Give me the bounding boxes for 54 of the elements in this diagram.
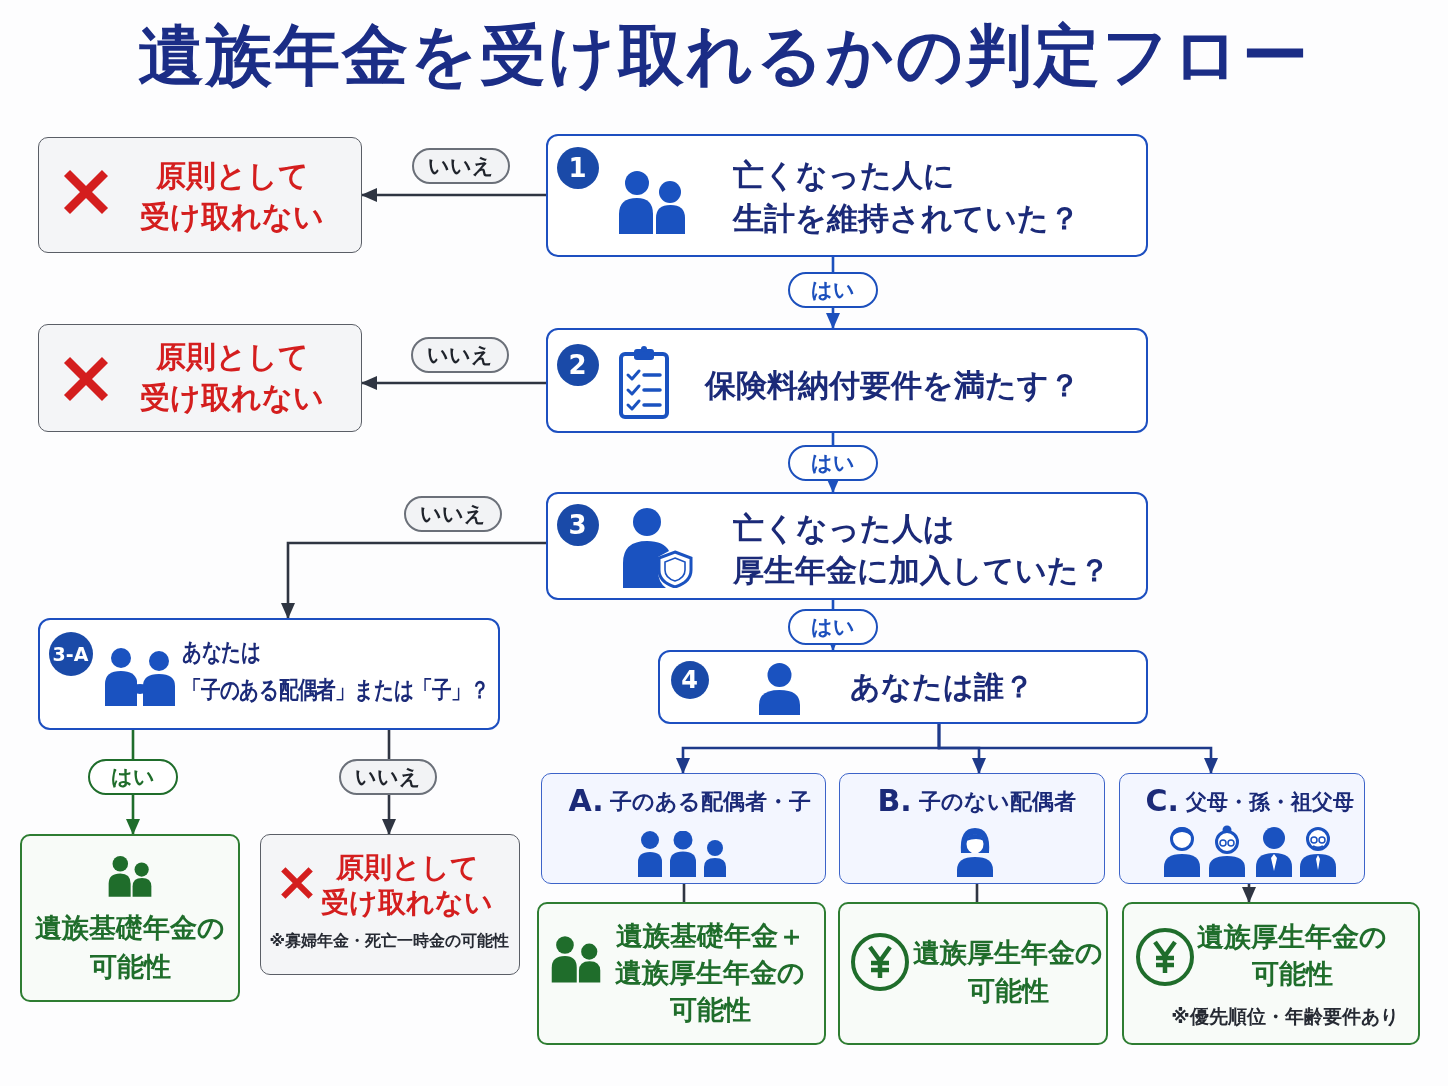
edge-label: いいえ — [404, 496, 502, 532]
question-text: あなたは「子のある配偶者」または「子」？ — [181, 636, 489, 706]
title: 遺族年金を受け取れるかの判定フロー — [138, 16, 1310, 96]
question-text: あなたは誰？ — [849, 667, 1034, 706]
category-text: 父母・孫・祖父母 — [1186, 789, 1355, 817]
category-text: 子のある配偶者・子 — [610, 788, 812, 817]
question-box — [546, 492, 1148, 600]
question-box — [38, 618, 500, 730]
question-box — [546, 134, 1148, 257]
category-box — [541, 773, 826, 884]
result-box — [537, 902, 826, 1045]
result-box — [20, 834, 240, 1002]
result-box — [838, 902, 1108, 1045]
question-box — [658, 650, 1148, 724]
number-badge: 3-A — [48, 631, 93, 676]
result-text: 遺族基礎年金の可能性 — [35, 911, 225, 984]
result-text: 遺族厚生年金の可能性 — [913, 936, 1103, 1008]
edge-label: はい — [788, 609, 878, 645]
category-text: 子のない配偶者 — [919, 788, 1077, 817]
result-box — [1122, 902, 1420, 1045]
question-box — [546, 328, 1148, 433]
edge-label: はい — [88, 759, 178, 795]
arrow — [1242, 884, 1256, 903]
category-letter: A. — [568, 782, 604, 821]
arrow — [937, 724, 1218, 774]
edge-label: いいえ — [339, 759, 437, 795]
edge-label: いいえ — [412, 148, 510, 184]
result-box — [260, 834, 520, 975]
number-badge: 2 — [556, 343, 599, 386]
result-text: 遺族厚生年金の可能性 — [1197, 920, 1387, 991]
category-box — [1119, 773, 1365, 884]
edge-label: はい — [788, 272, 878, 308]
category-letter: C. — [1145, 782, 1179, 821]
arrow — [361, 376, 546, 390]
result-box — [38, 324, 362, 432]
edge-label: はい — [788, 445, 878, 481]
result-text: 原則として受け取れない — [321, 850, 494, 921]
result-text: 原則として受け取れない — [140, 338, 325, 418]
number-badge: 1 — [556, 146, 599, 189]
arrow — [361, 188, 546, 202]
result-text: 原則として受け取れない — [140, 157, 325, 237]
note-text: ※寡婦年金・死亡一時金の可能性 — [269, 930, 509, 953]
question-text: 亡くなった人は厚生年金に加入していた？ — [732, 508, 1110, 590]
note-text: ※優先順位・年齢要件あり — [1171, 1004, 1399, 1029]
result-box — [38, 137, 362, 253]
question-text: 亡くなった人に生計を維持されていた？ — [732, 155, 1080, 238]
category-box — [839, 773, 1105, 884]
category-letter: B. — [877, 782, 912, 821]
arrow — [281, 541, 546, 619]
edge-label: いいえ — [411, 337, 509, 373]
number-badge: 3 — [556, 503, 599, 546]
question-text: 保険料納付要件を満たす？ — [704, 365, 1080, 405]
number-badge: 4 — [670, 660, 709, 699]
result-text: 遺族基礎年金＋遺族厚生年金の可能性 — [615, 919, 805, 1027]
